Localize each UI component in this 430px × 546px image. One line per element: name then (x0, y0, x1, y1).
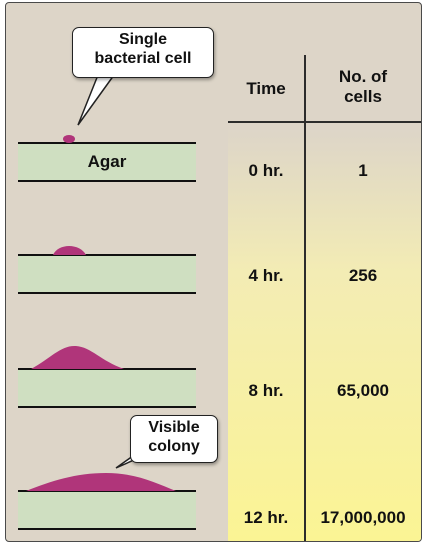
single-callout-line1: Single (73, 30, 213, 49)
single-cell-callout: Single bacterial cell (72, 27, 214, 78)
colony-callout-line1: Visible (131, 418, 217, 437)
colony-4hr (53, 246, 86, 255)
colony-8hr (31, 346, 124, 369)
single-callout-line2: bacterial cell (73, 49, 213, 68)
colony-12hr (26, 473, 176, 491)
diagram-frame: Time No. of cells 0 hr. 1 4 hr. 256 8 hr… (5, 2, 422, 542)
colony-callout-line2: colony (131, 437, 217, 456)
single-callout-pointer (78, 75, 114, 125)
visible-colony-callout: Visible colony (130, 415, 218, 463)
single-cell (63, 135, 75, 143)
